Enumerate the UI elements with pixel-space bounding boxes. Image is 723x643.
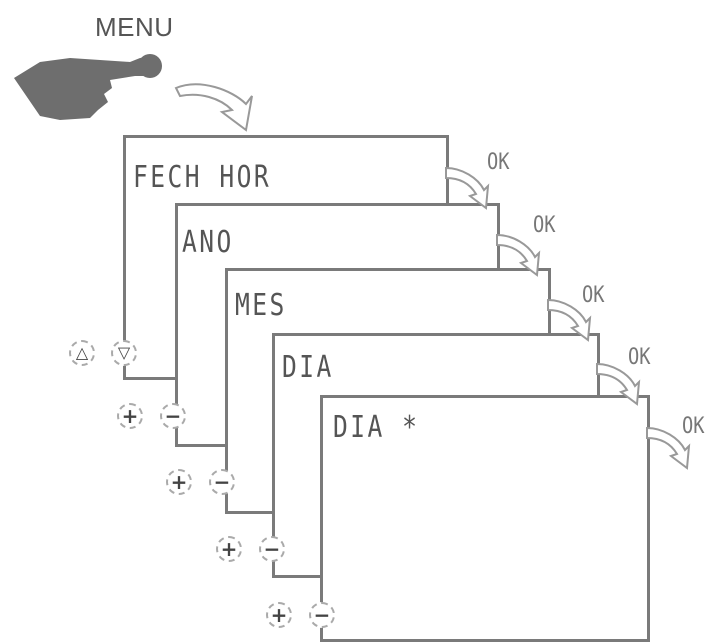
plus-icon: +	[170, 470, 188, 494]
screen-label: DIA *	[333, 410, 420, 445]
ok-button[interactable]: OK	[682, 414, 705, 439]
minus-icon: −	[313, 603, 331, 627]
down-button[interactable]: ▽	[111, 340, 137, 366]
triangle-down-icon: ▽	[117, 343, 131, 362]
plus-button[interactable]: +	[266, 602, 292, 628]
plus-icon: +	[220, 537, 238, 561]
minus-icon: −	[164, 404, 182, 428]
plus-icon: +	[121, 404, 139, 428]
ok-button[interactable]: OK	[628, 345, 651, 370]
ok-button[interactable]: OK	[487, 150, 510, 175]
screen-label: FECH HOR	[133, 160, 272, 195]
plus-button[interactable]: +	[166, 469, 192, 495]
up-button[interactable]: △	[69, 340, 95, 366]
screen-label: DIA	[282, 350, 334, 385]
ok-button[interactable]: OK	[533, 213, 556, 238]
screen-label: ANO	[182, 225, 234, 260]
triangle-up-icon: △	[75, 343, 89, 362]
menu-label: MENU	[95, 12, 174, 42]
minus-icon: −	[263, 537, 281, 561]
plus-button[interactable]: +	[117, 403, 143, 429]
minus-button[interactable]: −	[160, 403, 186, 429]
minus-button[interactable]: −	[309, 602, 335, 628]
minus-button[interactable]: −	[259, 536, 285, 562]
screen-dia-set	[320, 395, 650, 642]
plus-icon: +	[270, 603, 288, 627]
plus-button[interactable]: +	[216, 536, 242, 562]
screen-label: MES	[235, 288, 287, 323]
ok-button[interactable]: OK	[582, 283, 605, 308]
minus-icon: −	[213, 470, 231, 494]
minus-button[interactable]: −	[209, 469, 235, 495]
